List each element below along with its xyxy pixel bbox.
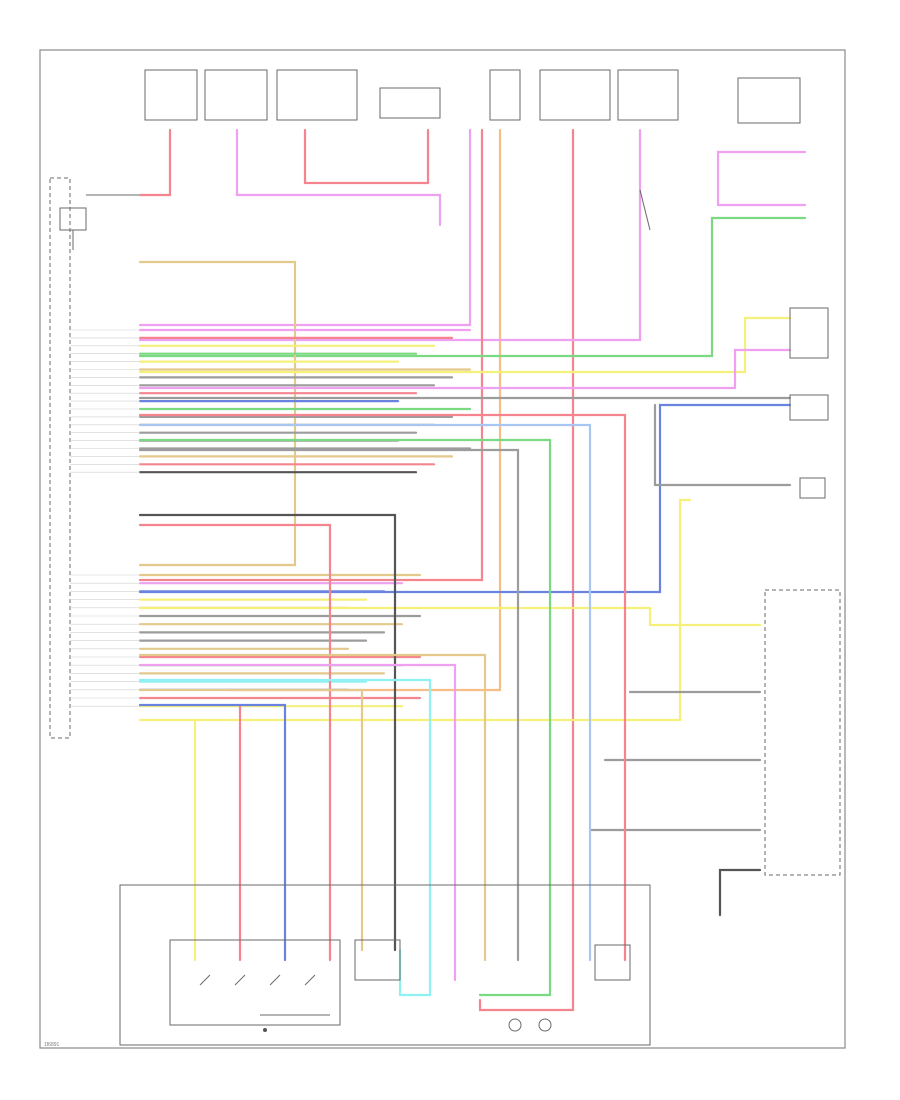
ground-point xyxy=(263,1028,267,1032)
solenoid-coil-1 xyxy=(508,1018,522,1032)
transmission-outline xyxy=(119,884,651,1046)
wire-blue-right xyxy=(138,403,792,594)
lower-wire-bus xyxy=(70,573,422,708)
control-module xyxy=(49,177,140,739)
wire-tan-left xyxy=(138,260,297,567)
drop-green-3 xyxy=(138,438,552,997)
wire-pink-vert-mid xyxy=(138,128,472,327)
switch-3 xyxy=(269,974,281,986)
drop-black-1 xyxy=(138,513,397,952)
drop-blue-1 xyxy=(138,703,287,962)
temp-sensor xyxy=(354,939,401,981)
wire-gray-right-2 xyxy=(653,403,792,487)
drop-tan-3 xyxy=(138,653,487,962)
drop-gray-3 xyxy=(138,448,520,962)
solenoid-group xyxy=(169,939,341,1026)
relay-block xyxy=(379,87,441,119)
wire-red-top xyxy=(138,128,172,197)
drop-tan-2 xyxy=(138,688,364,952)
top-vertical-wires xyxy=(138,128,807,1012)
wire-yellow-right-1 xyxy=(138,316,792,374)
drop-blue-3 xyxy=(138,423,592,962)
drop-red-3 xyxy=(138,413,627,962)
fuse-block-5 xyxy=(539,69,611,121)
pressure-switch-assembly xyxy=(764,589,841,876)
solenoid-coil-2 xyxy=(538,1018,552,1032)
sensor-symbol xyxy=(59,207,87,231)
connector-box-right-2 xyxy=(799,477,826,499)
switch-4 xyxy=(304,974,316,986)
diagram-frame xyxy=(39,49,846,1049)
lower-vertical-wires xyxy=(138,413,627,997)
right-side-connections xyxy=(138,189,841,917)
module-outline xyxy=(49,177,71,739)
fuse-block-2 xyxy=(204,69,268,121)
switch-2 xyxy=(234,974,246,986)
switch-1 xyxy=(199,974,211,986)
wire-yellow-right-3 xyxy=(138,498,692,722)
fuse-block-3 xyxy=(276,69,358,121)
wire-black-ground xyxy=(718,868,762,917)
sensor-box-right xyxy=(789,307,829,359)
fuse-block-7 xyxy=(737,77,801,124)
drop-red-2 xyxy=(138,523,332,962)
pressure-control xyxy=(594,944,631,981)
wire-pink-right-2 xyxy=(138,348,792,390)
wire-pink-right xyxy=(138,128,642,342)
wire-red-long xyxy=(478,128,575,1012)
figure-id: 1f6891 xyxy=(44,1042,60,1048)
wire-pink-top xyxy=(235,128,442,227)
fuse-block-1 xyxy=(144,69,198,121)
wire-red-vert-mid xyxy=(138,128,484,582)
fuse-block-6 xyxy=(617,69,679,121)
wire-pink-box xyxy=(716,150,807,207)
wire-red-upper xyxy=(303,128,430,185)
fuse-block-4 xyxy=(489,69,521,121)
top-fuse-labels xyxy=(144,69,801,124)
switch-blade-top xyxy=(639,189,651,231)
drop-pink-2 xyxy=(138,663,457,982)
transmission-assembly xyxy=(119,884,651,1046)
connector-box-right xyxy=(789,394,829,421)
wire-green-right xyxy=(138,216,807,358)
